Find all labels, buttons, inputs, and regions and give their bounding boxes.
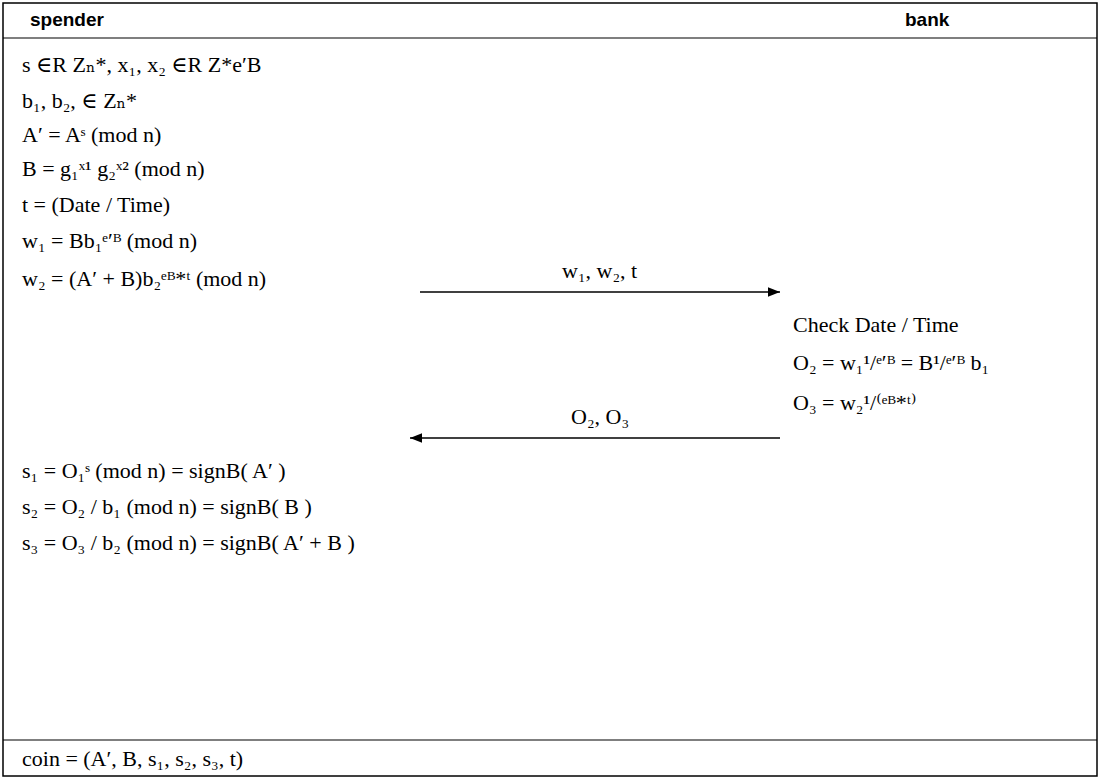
arrow-label: O₂, O₃ xyxy=(567,404,633,430)
formula: A′ = Aˢ (mod n) xyxy=(22,122,161,148)
formula: s ∈R Zₙ*, x₁, x₂ ∈R Z*e′B xyxy=(22,52,261,78)
message-arrow xyxy=(410,437,780,439)
header-label: spender xyxy=(30,9,104,32)
formula: b₁, b₂, ∈ Zₙ* xyxy=(22,88,137,114)
formula: w₂ = (A′ + B)b₂ᵉᴮ*ᵗ (mod n) xyxy=(22,266,266,292)
formula: s₁ = O₁ˢ (mod n) = signB( A′ ) xyxy=(22,458,286,484)
formula: s₂ = O₂ / b₁ (mod n) = signB( B ) xyxy=(22,494,312,520)
coin-formula: coin = (A′, B, s₁, s₂, s₃, t) xyxy=(22,746,243,772)
message-arrow xyxy=(420,291,780,293)
formula: t = (Date / Time) xyxy=(22,192,170,218)
formula: O₃ = w₂¹/⁽ᵉᴮ*ᵗ⁾ xyxy=(793,390,916,416)
table-border xyxy=(3,3,1097,776)
formula: B = g₁ˣ¹ g₂ˣ² (mod n) xyxy=(22,156,205,182)
formula: s₃ = O₃ / b₂ (mod n) = signB( A′ + B ) xyxy=(22,530,355,556)
arrow-label: w₁, w₂, t xyxy=(558,258,641,284)
header-label: bank xyxy=(905,9,949,32)
header-rule xyxy=(3,37,1097,38)
formula: w₁ = Bb₁ᵉ′ᴮ (mod n) xyxy=(22,228,197,254)
formula: Check Date / Time xyxy=(793,312,959,338)
formula: O₂ = w₁¹/ᵉ′ᴮ = B¹/ᵉ′ᴮ b₁ xyxy=(793,350,989,376)
footer-rule xyxy=(3,739,1097,740)
